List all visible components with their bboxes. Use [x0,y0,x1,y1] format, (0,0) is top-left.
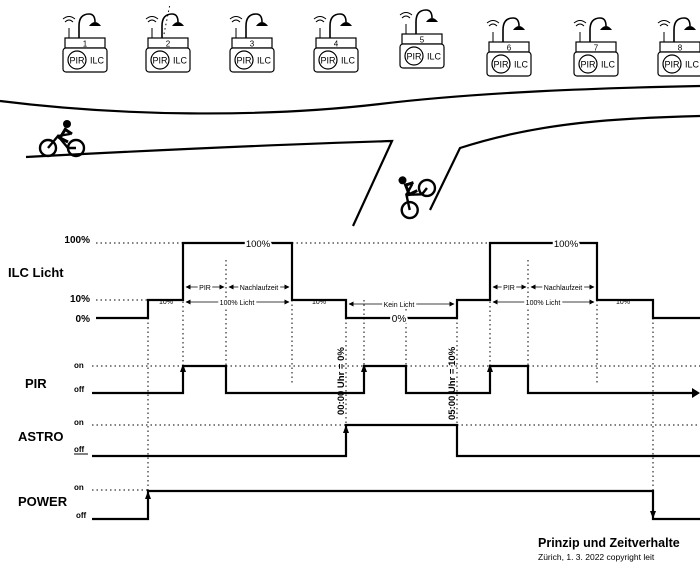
lamp-row: 1 PIR ILC 2 PIR ILC [62,3,700,77]
power-off-label: off [76,511,87,520]
pir-on-label: on [74,361,84,370]
lamp-unit: 6 PIR ILC [486,17,532,77]
peak-label: 100% [554,239,579,250]
lamp-number: 2 [166,40,171,49]
pir-sensor-label: PIR [493,60,509,70]
lamp-icon [399,9,438,34]
pir-arrow-icon [692,388,700,398]
ilc-label: ILC [257,56,272,66]
lamp-number: 5 [420,36,425,45]
lamp-unit: 3 PIR ILC [229,13,275,73]
lamp-number: 3 [250,40,255,49]
zero-light-label: 0% [392,314,407,325]
lamp-unit: 8 PIR ILC [657,17,700,77]
pir-sensor-label: PIR [664,60,680,70]
footer-subtitle: Zürich, 1. 3. 2022 copyright leit [538,552,655,562]
lamp-unit: 5 PIR ILC [399,9,445,69]
ilc-label: ILC [173,56,188,66]
ilc-10-tick: 10% [70,294,90,305]
pir-sensor-label: PIR [580,60,596,70]
pir-off-label: off [74,385,85,394]
pir-duration-label: PIR [503,285,515,292]
lamp-icon [573,17,612,42]
pir-sensor-label: PIR [406,52,422,62]
lamp-unit: 2 PIR ILC [145,3,191,73]
pir-sensor-label: PIR [320,56,336,66]
astro-off-label: off [74,445,85,454]
power-off-arrow-icon [650,511,656,519]
ilc-100-tick: 100% [64,235,90,246]
power-on-arrow-icon [145,491,151,499]
pir-sensor-label: PIR [69,56,85,66]
lamp-number: 1 [83,40,88,49]
time-guides [147,243,654,490]
five-oclock-marker: 05:00 Uhr = 10% [447,346,458,420]
ilc-0-tick: 0% [76,314,91,325]
cyclist-turning-icon [398,176,437,220]
lamp-number: 7 [594,44,599,53]
power-on-label: on [74,483,84,492]
lamp-icon [313,13,352,38]
pir-sensor-label: PIR [152,56,168,66]
astro-title: ASTRO [18,429,64,444]
pir-signal [92,364,692,395]
power-title: POWER [18,494,68,509]
ilc-label: ILC [341,56,356,66]
ilc-label: ILC [685,60,700,70]
low-level-label: 10% [616,299,630,306]
nachlauf-label: Nachlaufzeit [240,285,279,292]
power-signal [92,489,700,521]
footer: Prinzip und Zeitverhalte Zürich, 1. 3. 2… [538,536,680,562]
ilc-signal [96,241,700,320]
pir-trigger-icon [487,364,493,372]
cyclist-icon [38,120,86,158]
pir-title: PIR [25,376,47,391]
full-light-label: 100% Licht [526,300,561,307]
astro-on-label: on [74,418,84,427]
low-level-label: 10% [312,299,326,306]
lamp-icon [657,17,696,42]
ilc-label: ILC [90,56,105,66]
lamp-unit: 7 PIR ILC [573,17,619,77]
pir-trigger-icon [361,364,367,372]
midnight-marker: 00:00 Uhr = 0% [336,347,347,415]
lamp-number: 6 [507,44,512,53]
lamp-number: 8 [678,44,683,53]
lamp-icon [229,13,268,38]
footer-title: Prinzip und Zeitverhalte [538,536,680,550]
ilc-label: ILC [427,52,442,62]
lamp-icon [486,17,525,42]
ilc-section: ILC Licht 100% 10% 0% 100% 100% PIR Nach… [8,235,700,327]
ilc-label: ILC [514,60,529,70]
kein-licht-label: Kein Licht [384,302,415,309]
power-section: POWER on off [18,483,700,521]
lamp-number: 4 [334,40,339,49]
pir-trigger-icon [180,364,186,372]
lamp-icon [145,3,184,38]
pir-duration-label: PIR [199,285,211,292]
lamp-unit: 4 PIR ILC [313,13,359,73]
lamp-unit: 1 PIR ILC [62,13,108,73]
pir-section: PIR on off [25,361,700,398]
lamp-icon [62,13,101,38]
astro-signal [92,423,700,458]
peak-label: 100% [246,239,271,250]
road [0,84,700,227]
low-level-label: 10% [159,299,173,306]
ilc-title: ILC Licht [8,265,64,280]
astro-trigger-icon [343,425,349,433]
ilc-label: ILC [601,60,616,70]
nachlauf-label: Nachlaufzeit [544,285,583,292]
astro-section: ASTRO on off [18,418,700,458]
pir-sensor-label: PIR [236,56,252,66]
full-light-label: 100% Licht [220,300,255,307]
